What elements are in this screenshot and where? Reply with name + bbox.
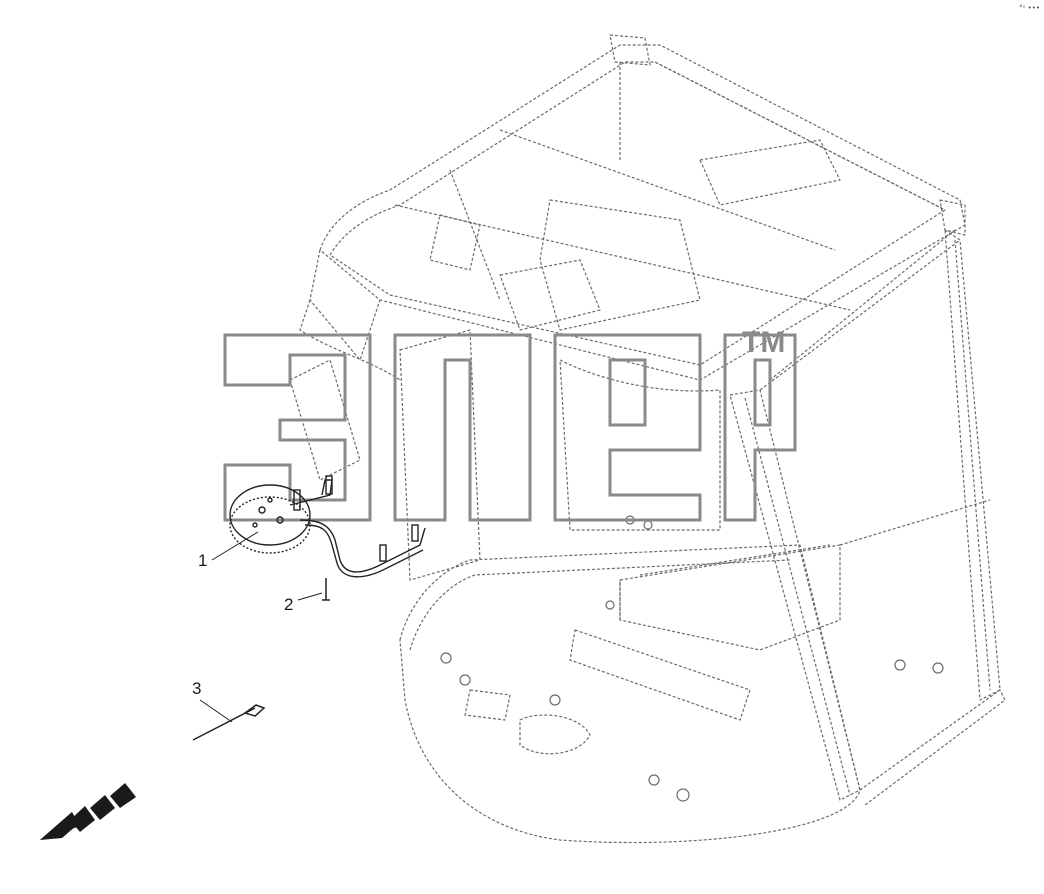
floor-holes xyxy=(440,515,944,802)
callout-3: 3 xyxy=(192,679,202,698)
cab-frame xyxy=(289,34,1006,844)
part-3-cable xyxy=(192,704,266,741)
watermark-logo: TM xyxy=(223,326,797,522)
callout-1: 1 xyxy=(198,551,208,570)
part-2-bolt xyxy=(322,578,330,601)
corner-mark: °ˢ ••• xyxy=(1019,4,1040,12)
callout-2: 2 xyxy=(284,595,294,614)
part-1-seat-plate xyxy=(229,475,426,578)
leader-lines xyxy=(199,531,323,723)
watermark-tm: TM xyxy=(742,326,785,359)
front-direction-arrow-icon xyxy=(40,783,136,840)
